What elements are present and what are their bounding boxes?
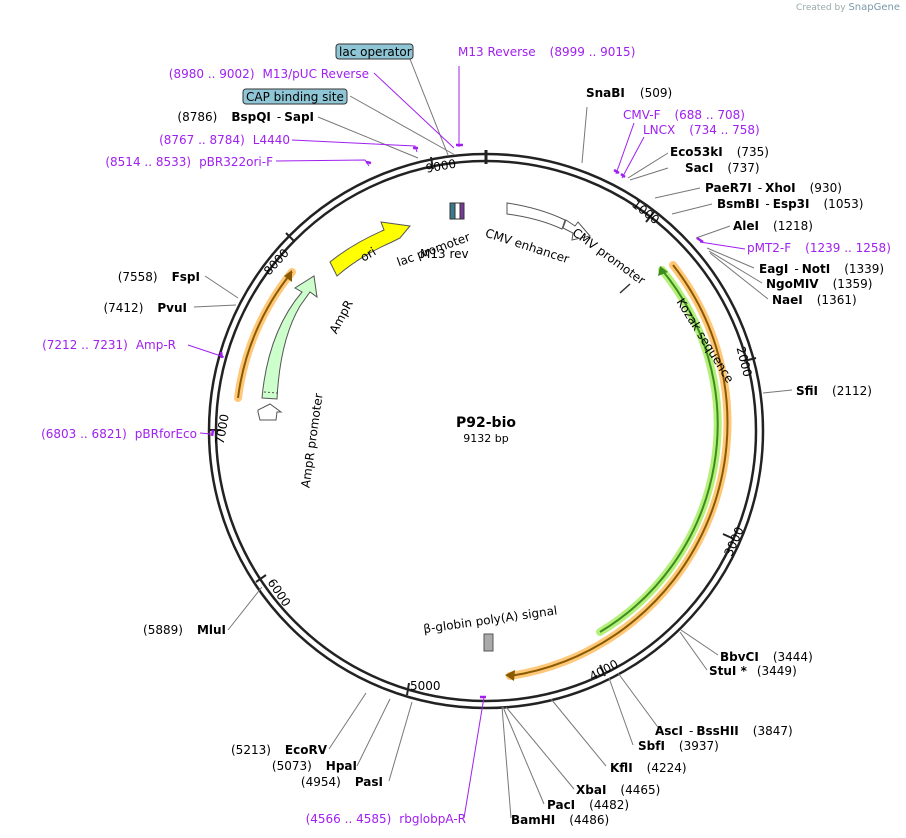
tick-4000 bbox=[599, 664, 606, 677]
ampr-promoter-feature: AmpR promoter bbox=[257, 392, 326, 489]
tick-label-4000: 4000 bbox=[587, 657, 621, 684]
orf-orange-arc-left bbox=[234, 268, 296, 402]
site-stui: StuI *(3449) bbox=[709, 664, 797, 678]
site-eagi-noti: EagI-NotI(1339) bbox=[759, 262, 884, 276]
site-fspi: (7558)FspI bbox=[118, 270, 200, 284]
primer-l4440: (8767 .. 8784)L4440 bbox=[159, 133, 290, 147]
beta-symbol: β bbox=[423, 621, 433, 636]
cmv-enhancer-label: CMV enhancer bbox=[484, 226, 571, 266]
site-saci: SacI(737) bbox=[685, 161, 760, 175]
primer-m13-reverse: M13 Reverse(8999 .. 9015) bbox=[458, 45, 635, 59]
primer-labels: M13 Reverse(8999 .. 9015) (8980 .. 9002)… bbox=[41, 45, 891, 826]
tick-9000 bbox=[430, 156, 434, 170]
tick-marks: 1000 2000 3000 4000 5000 6000 7000 8000 … bbox=[209, 156, 757, 696]
site-xbai: XbaI(4465) bbox=[576, 783, 660, 797]
tick-8000 bbox=[285, 232, 295, 242]
globin-label-rest: -globin poly(A) signal bbox=[430, 603, 558, 635]
site-pvui: (7412)PvuI bbox=[103, 301, 187, 315]
site-sbfi: SbfI(3937) bbox=[638, 739, 719, 753]
site-hpai: (5073)HpaI bbox=[272, 759, 357, 773]
orf-orange-arc bbox=[505, 261, 732, 681]
m13-rev-label: M13 rev bbox=[420, 247, 469, 261]
site-kfli: KflI(4224) bbox=[610, 761, 687, 775]
cap-site-box: CAP binding site bbox=[242, 88, 348, 105]
primer-m13-puc-reverse: (8980 .. 9002)M13/pUC Reverse bbox=[169, 67, 369, 81]
primer-pbr322ori-f: (8514 .. 8533)pBR322ori-F bbox=[105, 155, 273, 169]
site-alei: AleI(1218) bbox=[733, 219, 813, 233]
snapgene-credit: Created by SnapGene bbox=[796, 2, 900, 13]
site-bspqi-sapi: (8786)BspQI-SapI bbox=[177, 110, 314, 124]
plasmid-length: 9132 bp bbox=[463, 432, 508, 445]
site-paer7i-xhoi: PaeR7I-XhoI(930) bbox=[705, 181, 842, 195]
primer-pbrforeco: (6803 .. 6821)pBRforEco bbox=[41, 427, 197, 441]
site-bbvci: BbvCI(3444) bbox=[720, 650, 813, 664]
plasmid-name: P92-bio bbox=[456, 415, 516, 431]
restriction-site-labels: SnaBI(509) Eco53kI(735) SacI(737) PaeR7I… bbox=[103, 86, 884, 827]
primer-cmv-f: CMV-F(688 .. 708) bbox=[623, 108, 745, 122]
tick-5000 bbox=[406, 682, 410, 696]
site-sfii: SfiI(2112) bbox=[796, 384, 872, 398]
tick-label-7000: 7000 bbox=[213, 413, 232, 446]
lac-feature: lac promoter M13 rev bbox=[395, 202, 472, 269]
cmv-promoter-label: CMV promoter bbox=[570, 225, 648, 287]
ori-label: ori bbox=[358, 245, 379, 265]
ori-feature: ori bbox=[329, 221, 411, 277]
tick-6000 bbox=[255, 574, 267, 583]
site-mlui: (5889)MluI bbox=[143, 623, 226, 637]
tick-1000 bbox=[645, 211, 655, 223]
site-bsmbi-esp3i: BsmBI-Esp3I(1053) bbox=[717, 197, 863, 211]
snapgene-logo: SnapGene bbox=[848, 2, 900, 13]
site-ecorv: (5213)EcoRV bbox=[231, 743, 328, 757]
tick-label-3000: 3000 bbox=[721, 525, 746, 559]
credit-prefix: Created by bbox=[796, 3, 846, 13]
primer-marks bbox=[210, 143, 704, 699]
tick-3000 bbox=[722, 533, 735, 540]
tick-2000 bbox=[743, 357, 757, 362]
ampr-label: AmpR bbox=[327, 298, 356, 336]
site-pasi: (4954)PasI bbox=[301, 775, 383, 789]
site-snabi: SnaBI(509) bbox=[586, 86, 672, 100]
primer-leader-lines bbox=[187, 66, 746, 819]
site-paci: PacI(4482) bbox=[547, 798, 629, 812]
lac-operator-label: lac operator bbox=[339, 45, 412, 59]
tick-label-5000: 5000 bbox=[410, 679, 441, 693]
orf-green-arc bbox=[596, 266, 722, 636]
globin-polya-feature: β-globin poly(A) signal bbox=[423, 603, 559, 652]
cmv-enhancer-feature: CMV enhancer bbox=[484, 202, 571, 266]
kozak-feature: Kozak sequence bbox=[619, 283, 737, 385]
cmv-promoter-feature: CMV promoter bbox=[562, 219, 648, 288]
primer-pmt2-f: pMT2-F(1239 .. 1258) bbox=[747, 241, 891, 255]
site-asci-bsshii: AscI-BssHII(3847) bbox=[655, 724, 793, 738]
site-eco53ki: Eco53kI(735) bbox=[670, 145, 769, 159]
site-bamhi: BamHI(4486) bbox=[511, 813, 609, 827]
lac-operator-box: lac operator bbox=[335, 43, 414, 60]
cap-site-label: CAP binding site bbox=[246, 90, 344, 104]
primer-rbglobpa-r: (4566 .. 4585)rbglobpA-R bbox=[306, 812, 466, 826]
globin-label: β-globin poly(A) signal bbox=[423, 603, 559, 636]
primer-lncx: LNCX(734 .. 758) bbox=[643, 123, 760, 137]
site-leader-lines bbox=[193, 58, 793, 819]
site-ngomiv: NgoMIV(1359) bbox=[766, 277, 872, 291]
site-naei: NaeI(1361) bbox=[772, 293, 857, 307]
tick-label-9000: 9000 bbox=[425, 157, 458, 176]
ampr-promoter-label: AmpR promoter bbox=[299, 392, 326, 488]
primer-amp-r: (7212 .. 7231)Amp-R bbox=[42, 338, 176, 352]
